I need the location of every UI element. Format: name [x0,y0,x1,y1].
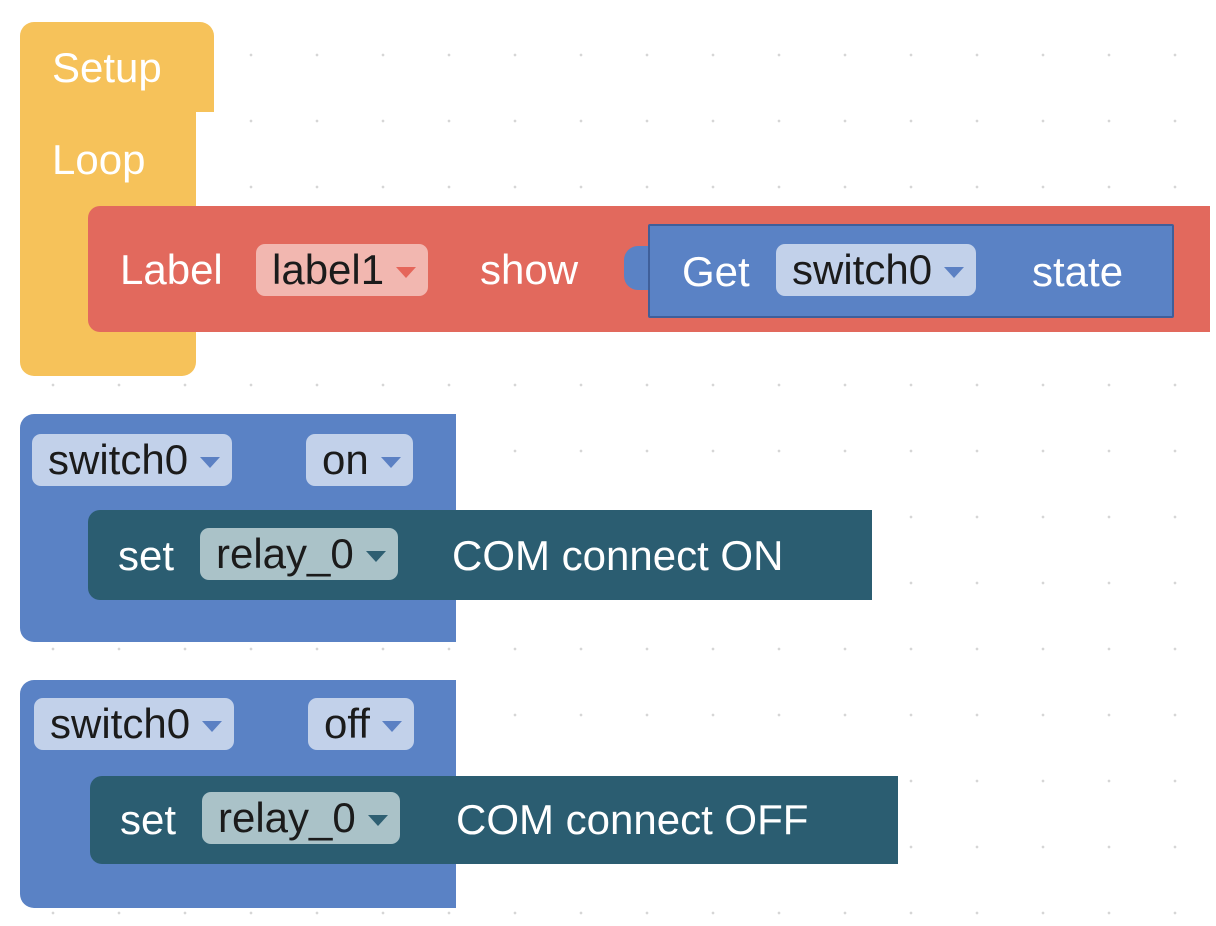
state-keyword: state [1032,248,1124,295]
chevron-down-icon [365,550,386,562]
setup-block[interactable]: Setup [20,22,214,112]
chevron-down-icon [381,720,402,732]
relay-dropdown-value: relay_0 [218,794,356,841]
get-keyword: Get [682,248,750,295]
event-state-dropdown[interactable]: on [306,434,413,486]
label-dropdown-value: label1 [272,246,385,293]
show-keyword: show [480,246,579,293]
event-state-dropdown[interactable]: off [308,698,414,750]
event-state-dropdown-value: on [322,436,369,483]
event-state-dropdown-value: off [324,700,370,747]
label-keyword: Label [120,246,223,293]
chevron-down-icon [202,720,223,732]
switch-off-event-block[interactable]: switch0 off [20,680,456,908]
label-dropdown[interactable]: label1 [256,244,429,296]
relay-dropdown[interactable]: relay_0 [200,528,398,580]
set-keyword: set [120,796,177,843]
chevron-down-icon [396,266,417,278]
relay-dropdown[interactable]: relay_0 [202,792,400,844]
com-connect-off-text: COM connect OFF [456,796,809,843]
event-switch-dropdown[interactable]: switch0 [32,434,233,486]
relay-dropdown-value: relay_0 [216,530,354,577]
chevron-down-icon [200,456,221,468]
chevron-down-icon [380,456,401,468]
get-switch-state-block[interactable]: Get switch0 state [648,224,1174,318]
loop-label: Loop [52,136,146,183]
switch-dropdown-value: switch0 [792,246,933,293]
event-switch-dropdown-value: switch0 [48,436,189,483]
chevron-down-icon [367,814,388,826]
com-connect-on-text: COM connect ON [452,532,784,579]
switch-dropdown[interactable]: switch0 [776,244,977,296]
event-switch-dropdown[interactable]: switch0 [34,698,235,750]
chevron-down-icon [944,266,965,278]
set-keyword: set [118,532,175,579]
setup-label: Setup [52,44,162,91]
set-relay-off-block[interactable]: set relay_0 COM connect OFF [90,776,898,864]
event-switch-dropdown-value: switch0 [50,700,191,747]
set-relay-on-block[interactable]: set relay_0 COM connect ON [88,510,872,600]
